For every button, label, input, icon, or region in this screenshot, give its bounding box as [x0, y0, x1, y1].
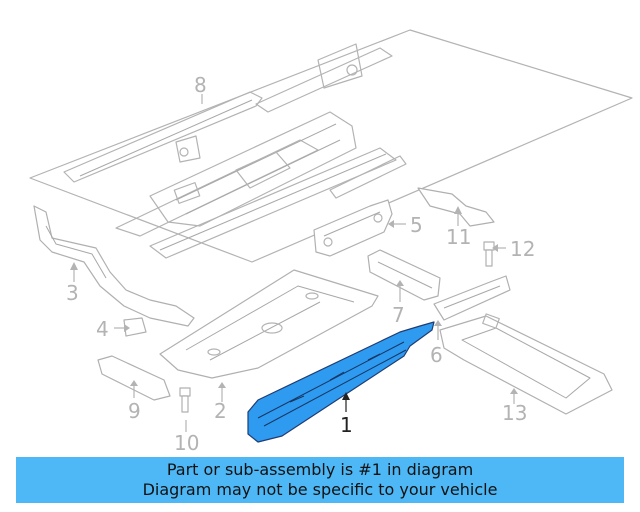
callout-12: 12 [510, 237, 535, 261]
info-banner: Part or sub-assembly is #1 in diagram Di… [16, 457, 624, 503]
callout-10: 10 [174, 431, 199, 455]
part-8-floor-frame [29, 29, 633, 263]
callout-8: 8 [194, 73, 207, 97]
part-12-bolt [483, 241, 495, 267]
part-10-bolt [179, 387, 191, 413]
callout-labels: 8 3 4 5 7 6 11 12 9 2 10 13 1 [66, 73, 535, 455]
banner-line-2: Diagram may not be specific to your vehi… [142, 480, 498, 499]
part-13-cover [439, 313, 613, 415]
callout-3: 3 [66, 281, 79, 305]
callout-9: 9 [128, 399, 141, 423]
part-9-plate [97, 355, 171, 401]
callout-2: 2 [214, 399, 227, 423]
exploded-parts-diagram: 8 3 4 5 7 6 11 12 9 2 10 13 1 [29, 29, 633, 455]
callout-1: 1 [340, 413, 353, 437]
callout-13: 13 [502, 401, 527, 425]
callout-7: 7 [392, 303, 405, 327]
part-5-bracket [313, 199, 393, 257]
callout-11: 11 [446, 225, 471, 249]
part-7-rail [367, 249, 441, 301]
callout-4: 4 [96, 317, 109, 341]
part-2-floor-pan [159, 269, 379, 379]
part-6-reinforcement [433, 275, 511, 321]
part-1-side-sill-highlighted [247, 321, 435, 443]
callout-6: 6 [430, 343, 443, 367]
callout-5: 5 [410, 213, 423, 237]
banner-line-1: Part or sub-assembly is #1 in diagram [166, 460, 474, 479]
callout-leaders [70, 94, 518, 432]
part-3-side-rail [33, 205, 195, 327]
part-11-bracket [417, 187, 495, 227]
